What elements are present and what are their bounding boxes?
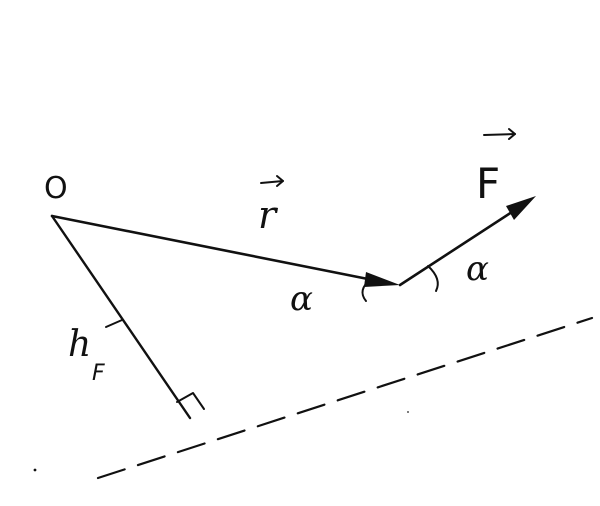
arm-label-leader [105,319,123,328]
arm-label-subscript: F [92,361,105,386]
arm-label: h [68,324,91,365]
line-of-action-dashed [96,316,594,480]
radius-vector-overarrow-head [276,175,284,187]
right-angle-marker [176,392,205,410]
speck [33,468,37,472]
speck [407,411,409,413]
radius-vector-line [50,214,380,283]
force-overarrow [483,133,516,136]
force-vector-arrowhead [506,196,536,220]
force-overarrow-head [508,128,516,140]
force-label: F [476,159,500,208]
radius-vector-overarrow [260,180,284,184]
force-vector-line [398,208,517,287]
angle-label-right: α [466,249,489,289]
angle-arc-right [427,265,439,292]
angle-label-left: α [290,279,313,319]
arm-line [50,214,192,420]
radius-vector-label: r [258,193,279,237]
angle-arc-left [361,278,372,302]
origin-label: O [44,171,68,206]
radius-vector-arrowhead [364,272,400,287]
